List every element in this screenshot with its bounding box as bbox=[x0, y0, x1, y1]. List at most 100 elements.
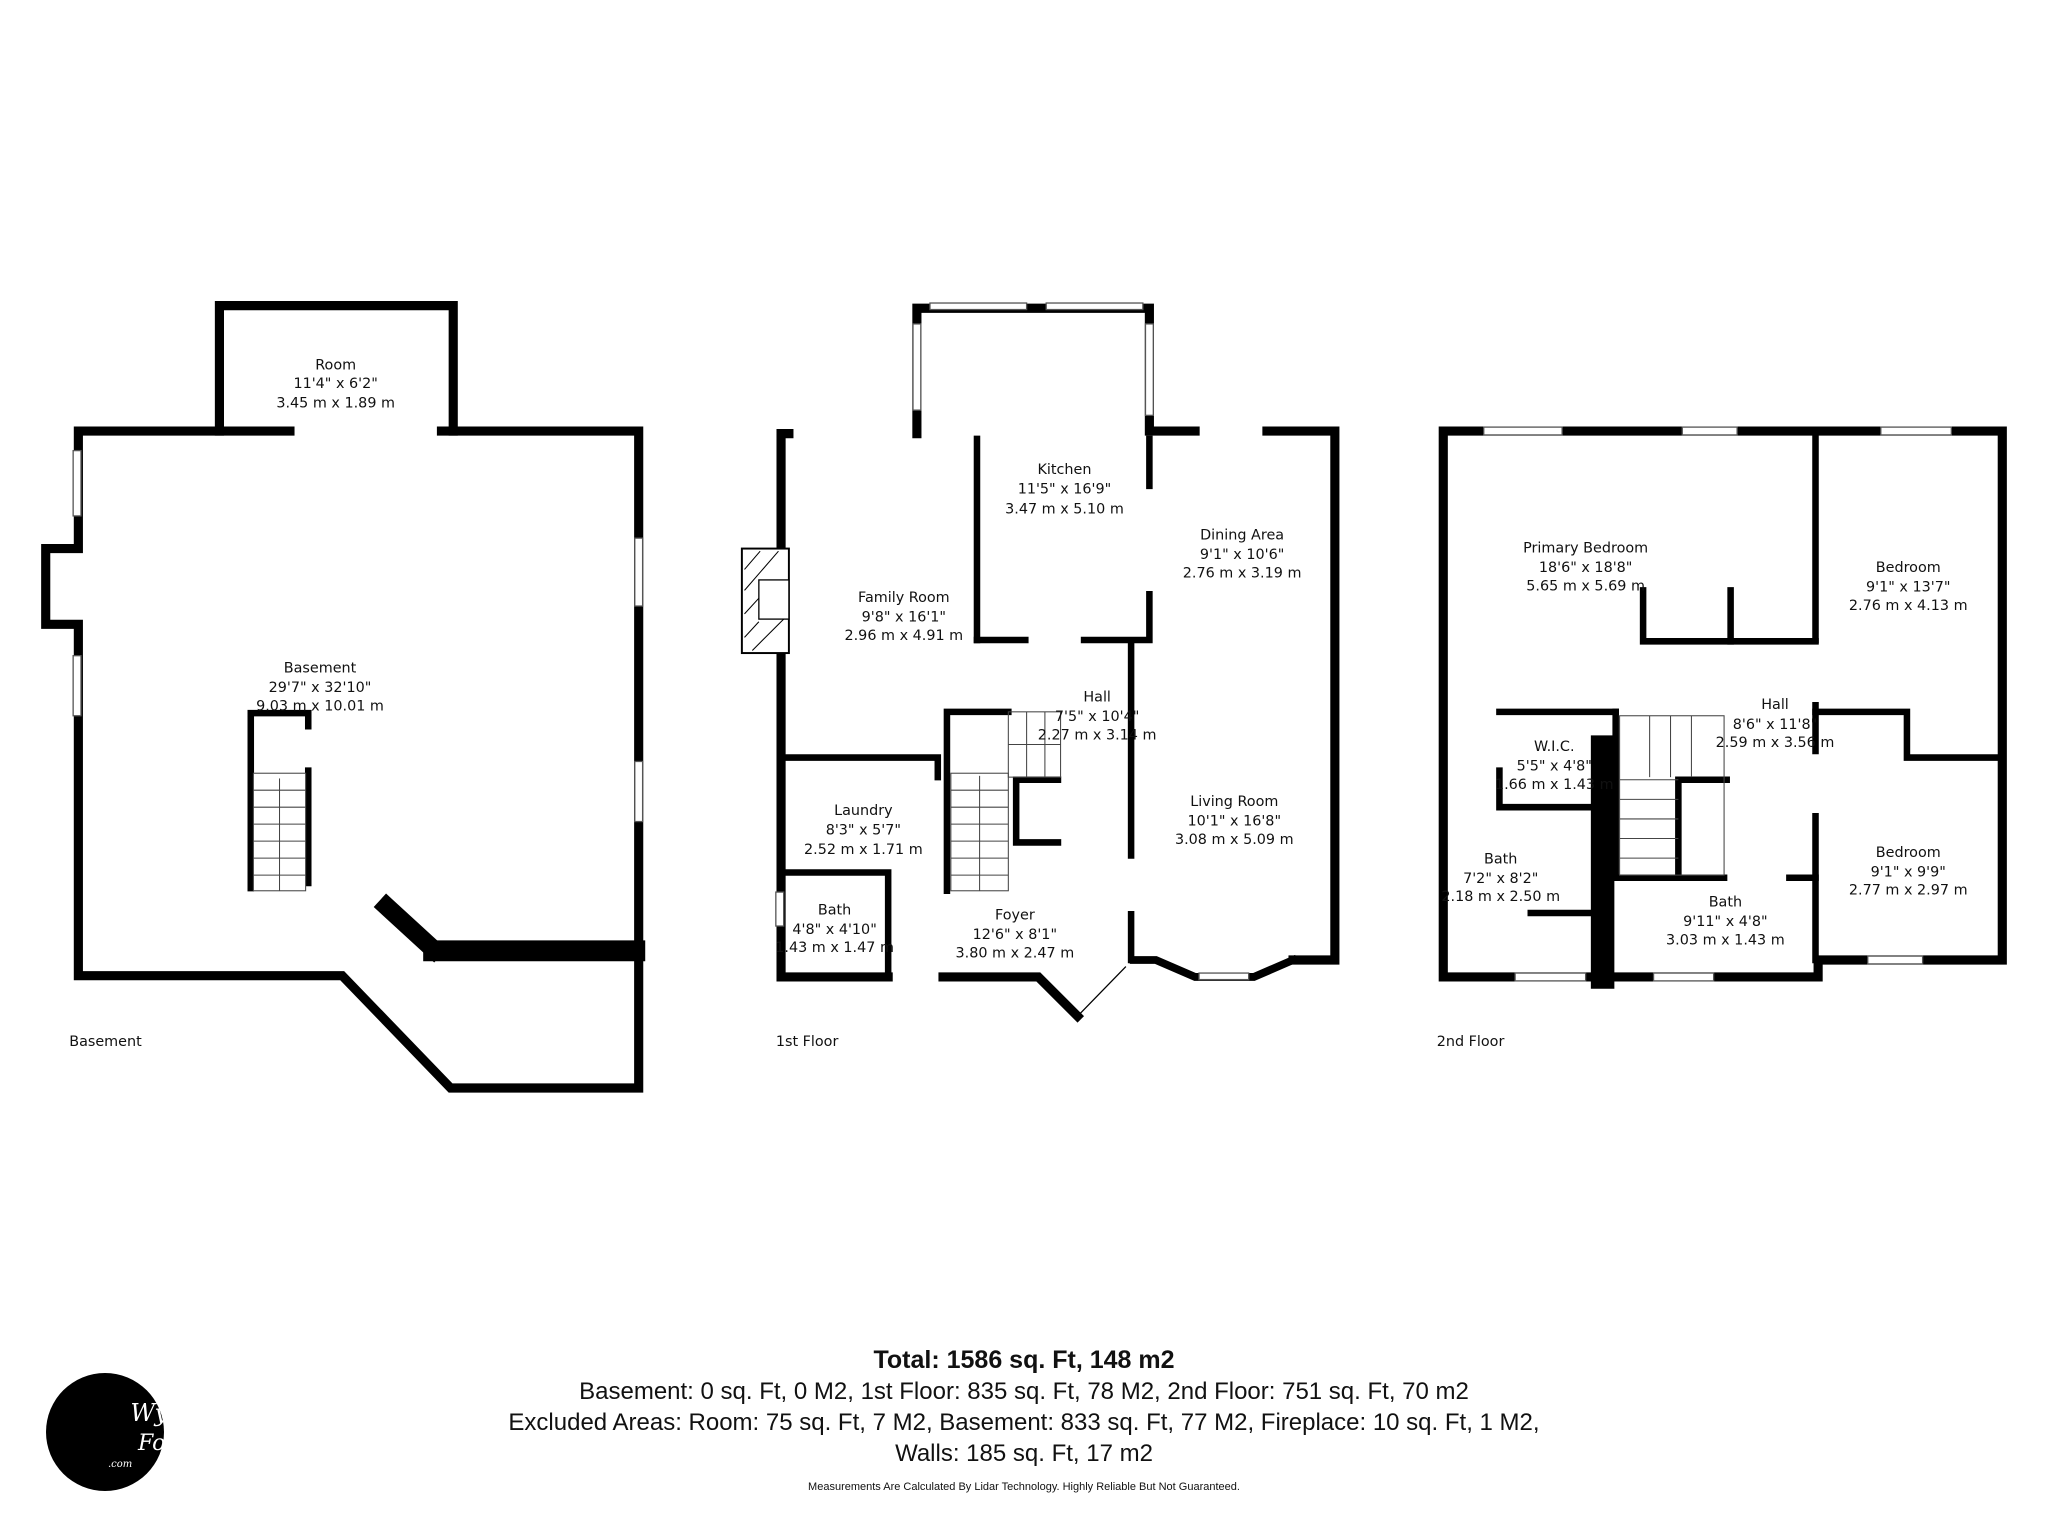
room-name: Kitchen bbox=[1038, 462, 1092, 478]
interior-wall bbox=[1080, 591, 1153, 644]
room-name: Primary Bedroom bbox=[1523, 540, 1648, 556]
room-name: Family Room bbox=[858, 590, 950, 606]
room-imperial: 8'6" x 11'8" bbox=[1733, 717, 1817, 733]
room-imperial: 7'5" x 10'4" bbox=[1055, 709, 1139, 725]
fireplace bbox=[740, 547, 790, 655]
window bbox=[1514, 972, 1587, 982]
window bbox=[1867, 955, 1924, 965]
disclaimer: Measurements Are Calculated By Lidar Tec… bbox=[808, 1481, 1240, 1493]
room-metric: 1.66 m x 1.43 m bbox=[1495, 777, 1614, 793]
window bbox=[1144, 323, 1154, 416]
room-metric: 2.77 m x 2.97 m bbox=[1849, 883, 1968, 899]
second-floor-stairs bbox=[1612, 708, 1730, 881]
first-floor-stairs bbox=[943, 708, 1062, 895]
room-imperial: 9'11" x 4'8" bbox=[1683, 914, 1767, 930]
basement-walls bbox=[41, 426, 644, 1093]
room-name: Bath bbox=[1484, 851, 1517, 867]
room-name: Bedroom bbox=[1876, 845, 1941, 861]
room-imperial: 9'8" x 16'1" bbox=[862, 610, 946, 626]
floor-label: 2nd Floor bbox=[1437, 1034, 1505, 1050]
interior-wall bbox=[777, 754, 942, 781]
logo-text: Ford bbox=[138, 1431, 190, 1456]
excluded-areas: Excluded Areas: Room: 75 sq. Ft, 7 M2, B… bbox=[508, 1409, 1540, 1436]
basement-plan: Room 11'4" x 6'2" 3.45 m x 1.89 m Baseme… bbox=[41, 301, 646, 1093]
room-metric: 3.03 m x 1.43 m bbox=[1666, 932, 1785, 948]
room-metric: 2.96 m x 4.91 m bbox=[844, 628, 963, 644]
window bbox=[72, 655, 82, 717]
closet-wall bbox=[1639, 587, 1819, 645]
room-imperial: 12'6" x 8'1" bbox=[973, 927, 1057, 943]
room-metric: 3.08 m x 5.09 m bbox=[1175, 832, 1294, 848]
walls-area: Walls: 185 sq. Ft, 17 m2 bbox=[895, 1440, 1153, 1467]
window bbox=[1198, 972, 1250, 981]
room-name: Dining Area bbox=[1200, 527, 1284, 543]
room-metric: 2.52 m x 1.71 m bbox=[804, 842, 923, 858]
basement-stairs bbox=[247, 709, 312, 892]
outer-wall bbox=[776, 429, 893, 982]
room-imperial: 8'3" x 5'7" bbox=[826, 823, 901, 839]
door-opening bbox=[1077, 966, 1127, 1017]
window bbox=[72, 449, 82, 517]
room-name: Bedroom bbox=[1876, 560, 1941, 576]
room-imperial: 29'7" x 32'10" bbox=[269, 680, 372, 696]
floor-areas: Basement: 0 sq. Ft, 0 M2, 1st Floor: 835… bbox=[579, 1378, 1469, 1405]
room-metric: 2.76 m x 4.13 m bbox=[1849, 598, 1968, 614]
bay-window-wall bbox=[1129, 954, 1299, 981]
room-name: Bath bbox=[1709, 894, 1742, 910]
room-metric: 2.27 m x 3.14 m bbox=[1038, 727, 1157, 743]
room-name: Room bbox=[315, 358, 356, 374]
outer-wall bbox=[1262, 426, 1340, 965]
total-area: Total: 1586 sq. Ft, 148 m2 bbox=[873, 1346, 1175, 1374]
room-imperial: 5'5" x 4'8" bbox=[1517, 759, 1592, 775]
room-metric: 2.18 m x 2.50 m bbox=[1441, 889, 1560, 905]
room-metric: 5.65 m x 5.69 m bbox=[1526, 578, 1645, 594]
room-metric: 3.47 m x 5.10 m bbox=[1005, 501, 1124, 517]
logo-text: Wylie bbox=[130, 1399, 198, 1427]
logo-text: .com bbox=[108, 1459, 133, 1470]
room-imperial: 18'6" x 18'8" bbox=[1539, 560, 1633, 576]
room-imperial: 11'5" x 16'9" bbox=[1018, 482, 1112, 498]
second-floor-plan: Primary Bedroom 18'6" x 18'8" 5.65 m x 5… bbox=[1437, 426, 2007, 1050]
room-imperial: 7'2" x 8'2" bbox=[1463, 871, 1538, 887]
bath-wall bbox=[777, 869, 892, 981]
room-name: Hall bbox=[1083, 689, 1111, 705]
room-imperial: 9'1" x 10'6" bbox=[1200, 547, 1284, 563]
room-walls bbox=[214, 301, 458, 436]
window bbox=[1880, 426, 1952, 436]
room-imperial: 11'4" x 6'2" bbox=[293, 376, 377, 392]
window bbox=[1681, 426, 1738, 436]
room-imperial: 10'1" x 16'8" bbox=[1188, 813, 1282, 829]
room-name: Basement bbox=[284, 661, 357, 677]
window bbox=[912, 323, 922, 411]
area-summary: Total: 1586 sq. Ft, 148 m2 Basement: 0 s… bbox=[0, 1345, 2048, 1493]
room-metric: 3.45 m x 1.89 m bbox=[276, 396, 395, 412]
wic-wall bbox=[1496, 767, 1595, 811]
first-floor-plan: Kitchen 11'5" x 16'9" 3.47 m x 5.10 m Fa… bbox=[740, 302, 1340, 1050]
window bbox=[634, 760, 644, 823]
floor-label: 1st Floor bbox=[776, 1034, 839, 1050]
room-name: Hall bbox=[1761, 697, 1789, 713]
window bbox=[929, 302, 1028, 311]
room-metric: 2.59 m x 3.56 m bbox=[1716, 735, 1835, 751]
room-metric: 1.43 m x 1.47 m bbox=[775, 940, 894, 956]
window bbox=[1652, 972, 1715, 982]
room-name: Laundry bbox=[834, 803, 893, 819]
brand-logo: Wylie Ford .com bbox=[46, 1373, 198, 1491]
room-imperial: 4'8" x 4'10" bbox=[792, 922, 876, 938]
window bbox=[634, 537, 644, 607]
room-metric: 3.80 m x 2.47 m bbox=[956, 945, 1075, 961]
room-name: W.I.C. bbox=[1534, 739, 1575, 755]
window bbox=[1045, 302, 1144, 311]
room-name: Bath bbox=[818, 902, 851, 918]
floor-label: Basement bbox=[69, 1034, 142, 1050]
room-name: Living Room bbox=[1190, 794, 1278, 810]
room-imperial: 9'1" x 13'7" bbox=[1866, 580, 1950, 596]
window bbox=[775, 891, 785, 927]
outer-wall bbox=[938, 972, 1085, 1023]
room-metric: 9.03 m x 10.01 m bbox=[256, 699, 384, 715]
window bbox=[1483, 426, 1563, 436]
room-name: Foyer bbox=[995, 908, 1035, 924]
room-imperial: 9'1" x 9'9" bbox=[1871, 864, 1946, 880]
